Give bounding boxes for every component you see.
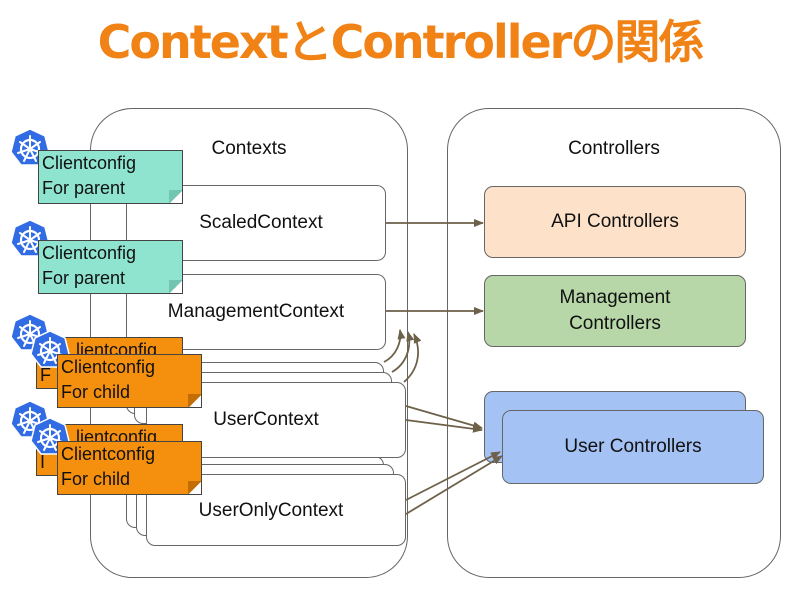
management-context-label: ManagementContext (167, 301, 345, 322)
clientconfig-parent-note-1-line2: For parent (42, 178, 126, 198)
clientconfig-child-note-2-line2: For child (61, 469, 131, 489)
useronly-context-label: UserOnlyContext (198, 500, 344, 521)
scaled-context-label: ScaledContext (199, 212, 323, 233)
arrow-user-to-user-controllers-b (405, 419, 483, 433)
clientconfig-parent-note-2: Clientconfig For parent (38, 240, 183, 294)
arrow-useronly-to-user-controllers-b (405, 455, 503, 515)
page-title: ContextとControllerの関係 (97, 15, 705, 69)
arrow-user-mid-to-management (391, 331, 415, 373)
clientconfig-child-note-back-2-line2: I (40, 452, 46, 472)
clientconfig-parent-note-2-line2: For parent (42, 268, 126, 288)
controllers-panel-label: Controllers (568, 138, 660, 159)
arrow-useronly-to-user-controllers-a (405, 451, 501, 501)
arrow-user-front-to-management (403, 333, 422, 383)
clientconfig-child-note-1-line1: Clientconfig (61, 357, 156, 377)
user-context-label: UserContext (213, 409, 319, 430)
arrow-user-to-user-controllers-a (405, 405, 483, 430)
user-controllers-label: User Controllers (564, 436, 702, 457)
api-controllers-box: API Controllers (484, 186, 746, 258)
clientconfig-child-note-1: Clientconfig For child (57, 354, 202, 408)
clientconfig-child-note-2-line1: Clientconfig (61, 444, 156, 464)
api-controllers-label: API Controllers (551, 211, 679, 232)
clientconfig-parent-note-2-line1: Clientconfig (42, 243, 137, 263)
management-controllers-label-line1: Management (559, 287, 671, 308)
clientconfig-parent-note-1: Clientconfig For parent (38, 150, 183, 204)
management-controllers-box: Management Controllers (484, 275, 746, 347)
contexts-panel-label: Contexts (211, 138, 287, 159)
clientconfig-child-note-1-line2: For child (61, 382, 131, 402)
clientconfig-child-note-back-1-line2: F (40, 365, 51, 385)
arrow-user-to-management (383, 329, 406, 363)
management-controllers-label-line2: Controllers (569, 313, 661, 334)
user-controllers-box: User Controllers (502, 410, 764, 484)
clientconfig-parent-note-1-line1: Clientconfig (42, 153, 137, 173)
clientconfig-child-note-2: Clientconfig For child (57, 441, 202, 495)
